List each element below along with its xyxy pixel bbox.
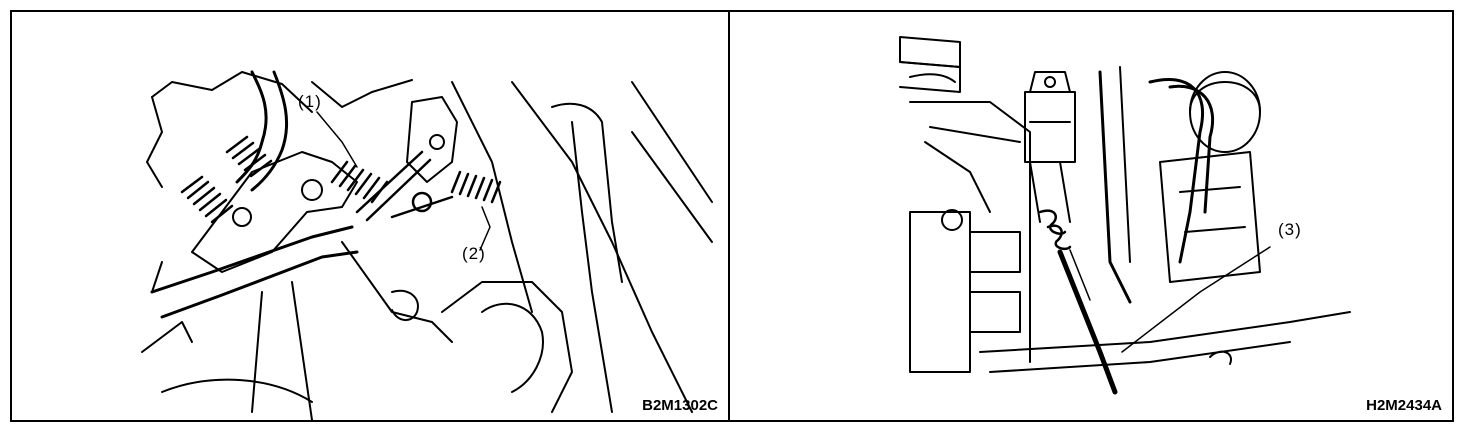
left-engine-illustration: [141, 70, 713, 420]
figure-left: (1) (2) B2M1302C: [10, 10, 730, 422]
callout-label-1: (1): [298, 92, 322, 111]
cable-3-drawing: [1057, 249, 1118, 395]
right-coil: [1038, 209, 1072, 251]
left-coil: [180, 135, 273, 224]
figure-code: B2M1302C: [642, 397, 718, 414]
callout-label-3: (3): [1278, 220, 1302, 239]
spring-2-drawing: [390, 170, 502, 219]
right-engine-illustration: [899, 36, 1351, 395]
figure-right: (3) H2M2434A: [728, 10, 1454, 422]
figure-code: H2M2434A: [1366, 397, 1442, 414]
callout-label-2: (2): [462, 244, 486, 263]
spring-1-drawing: [330, 150, 432, 222]
